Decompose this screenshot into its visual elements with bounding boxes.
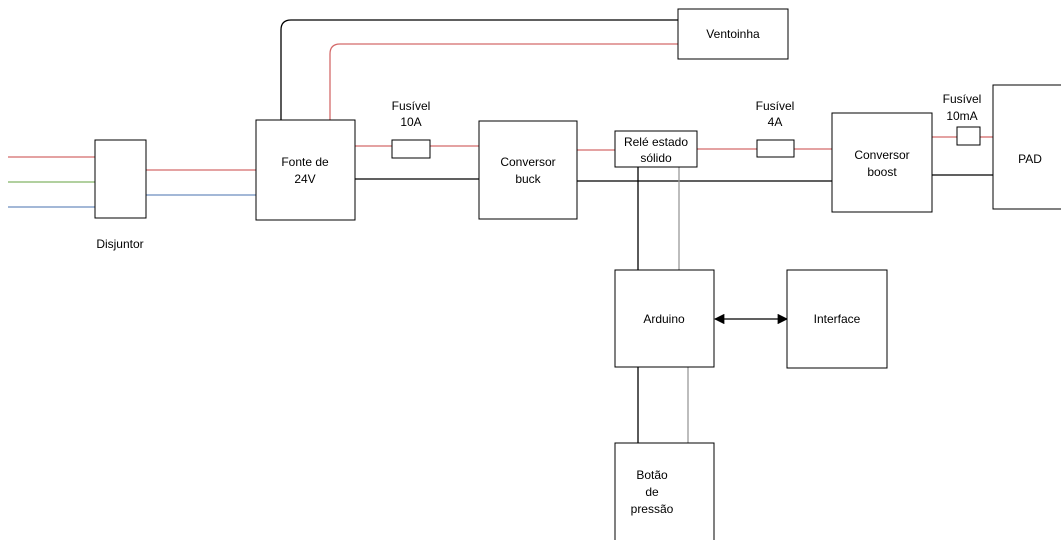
solid-state-relay-box <box>614 130 698 168</box>
power-supply-label-line-2: 24V <box>294 172 315 186</box>
fan-block: Ventoinha <box>677 8 789 60</box>
wires <box>8 19 993 443</box>
relay-label-line-1: Relé estado <box>624 135 688 149</box>
fuse-10a: Fusível 10A <box>391 99 431 159</box>
supply-to-fan-red-wire <box>329 43 678 120</box>
push-button-label-line-3: pressão <box>631 502 674 516</box>
fuse-4a-symbol <box>756 139 795 158</box>
boost-converter-box <box>831 112 933 213</box>
fuse-10ma-label-line-1: Fusível <box>943 92 982 106</box>
arduino-block: Arduino <box>614 269 715 368</box>
supply-to-fan-black-wire <box>280 19 678 120</box>
relay-label-line-2: sólido <box>640 151 672 165</box>
push-button-block: Botão de pressão <box>614 442 715 540</box>
fan-box <box>677 8 789 60</box>
arduino-label: Arduino <box>643 312 685 326</box>
buck-converter-label-line-1: Conversor <box>500 155 555 169</box>
boost-converter-label-line-2: boost <box>867 165 897 179</box>
fuse-4a-label-line-1: Fusível <box>756 99 795 113</box>
fuse-10a-label-line-1: Fusível <box>392 99 431 113</box>
power-supply-block: Fonte de 24V <box>255 119 356 221</box>
boost-converter-block: Conversor boost <box>831 112 933 213</box>
fuse-10ma-symbol <box>956 126 981 146</box>
power-supply-box <box>255 119 356 221</box>
power-supply-label-line-1: Fonte de <box>281 155 329 169</box>
fuse-4a: Fusível 4A <box>756 99 795 158</box>
pad-box <box>992 84 1061 210</box>
buck-converter-block: Conversor buck <box>478 120 578 220</box>
buck-converter-label-line-2: buck <box>515 172 541 186</box>
breaker-box <box>94 139 147 219</box>
fuse-10ma-label-line-2: 10mA <box>946 109 977 123</box>
interface-box <box>786 269 888 369</box>
interface-block: Interface <box>786 269 888 369</box>
breaker-block <box>94 139 147 219</box>
boost-converter-label-line-1: Conversor <box>854 148 909 162</box>
push-button-label-line-1: Botão <box>636 468 668 482</box>
breaker-label: Disjuntor <box>96 237 143 251</box>
fuse-10ma: Fusível 10mA <box>943 92 982 146</box>
fuse-10a-label-line-2: 10A <box>400 115 421 129</box>
fan-label: Ventoinha <box>706 27 760 41</box>
push-button-box <box>614 442 715 540</box>
fuse-10a-symbol <box>391 139 431 159</box>
interface-label: Interface <box>814 312 861 326</box>
pad-label: PAD <box>1018 152 1042 166</box>
push-button-label-line-2: de <box>645 485 659 499</box>
buck-converter-box <box>478 120 578 220</box>
fuse-4a-label-line-2: 4A <box>768 115 783 129</box>
arduino-box <box>614 269 715 368</box>
solid-state-relay-block: Relé estado sólido <box>614 130 698 168</box>
pad-block: PAD <box>992 84 1061 210</box>
